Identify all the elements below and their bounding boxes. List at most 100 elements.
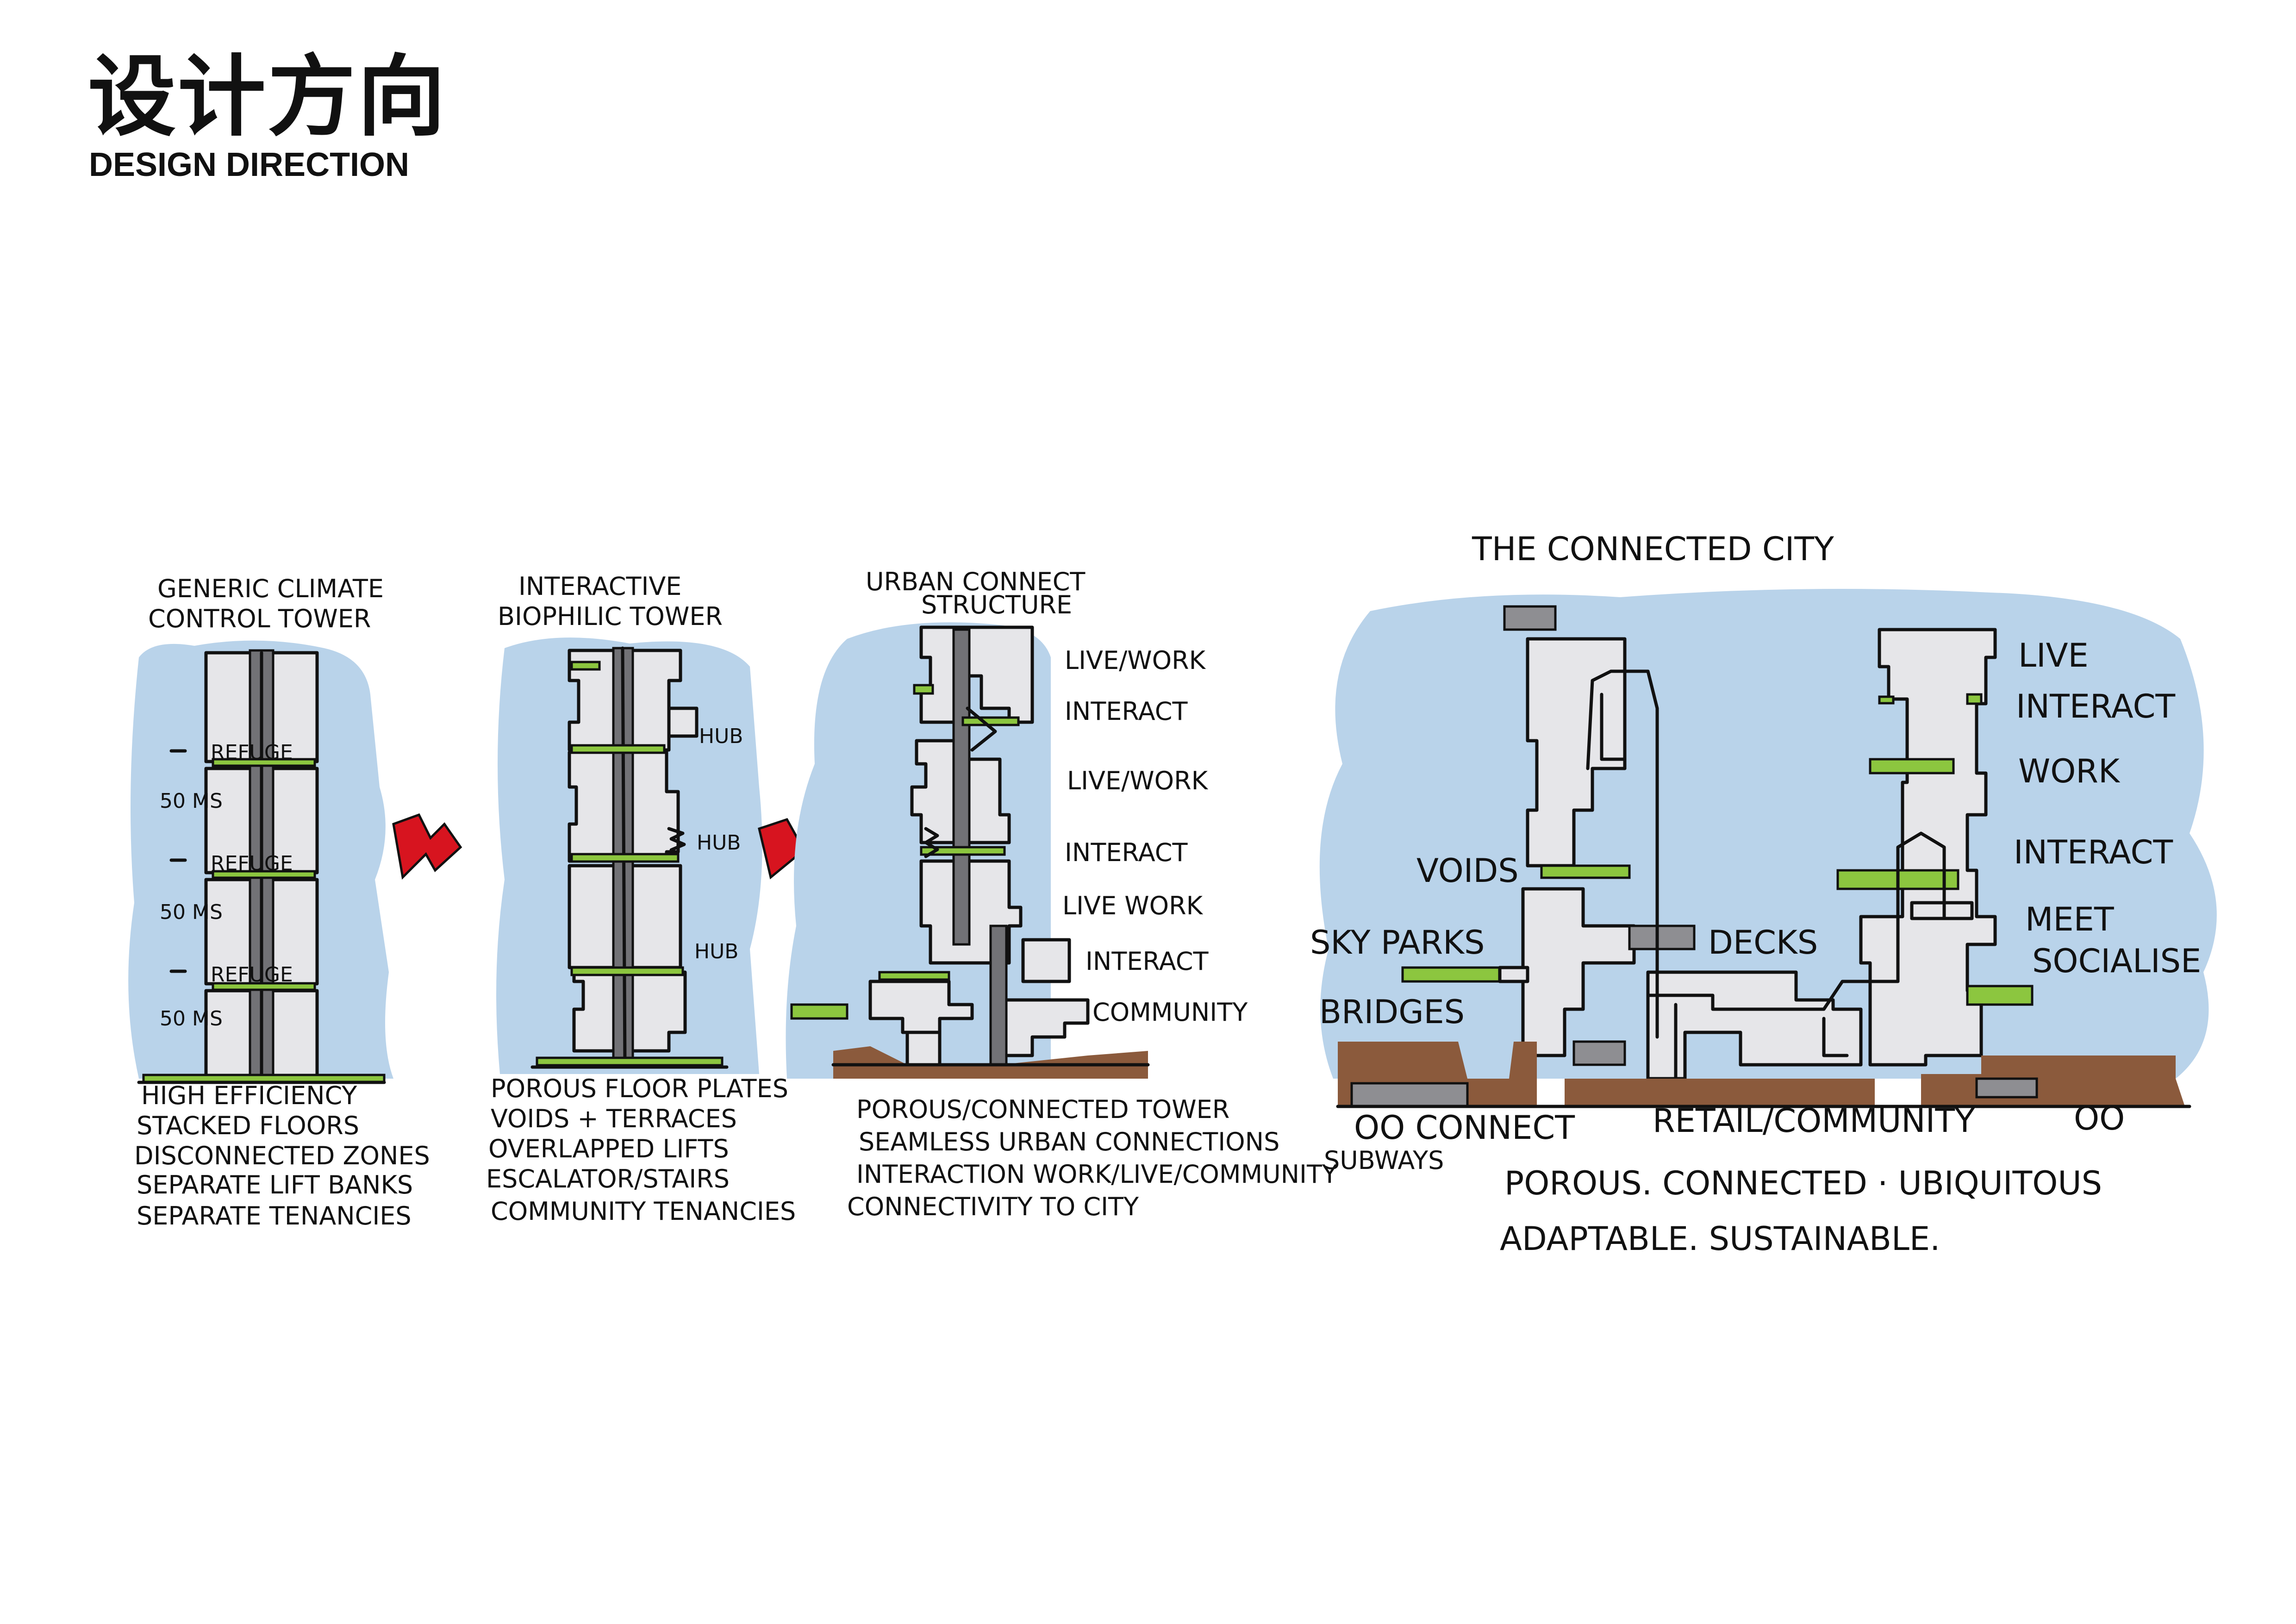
city-label-meet: MEET bbox=[2025, 900, 2114, 938]
tower3-escalator-zigzag bbox=[924, 827, 939, 858]
panel3-label-4: INTERACT bbox=[1065, 838, 1188, 867]
tower1-refuge-green-2 bbox=[212, 870, 316, 879]
hub-label-1: HUB bbox=[699, 725, 743, 748]
panel3-sky-wash bbox=[786, 622, 1051, 1079]
panel1-note-5: SEPARATE TENANCIES bbox=[137, 1201, 412, 1230]
panel3-label-7: COMMUNITY bbox=[1092, 998, 1248, 1027]
hub-label-3: HUB bbox=[694, 940, 738, 963]
ms-label-2: 50 MS bbox=[160, 900, 223, 924]
city-voids-green bbox=[1540, 864, 1631, 879]
city-left-top-slab bbox=[1503, 605, 1557, 631]
city-sky-park-green bbox=[1401, 966, 1501, 983]
city-meet-deck bbox=[1910, 901, 1974, 920]
tower3-lift-core-b bbox=[989, 924, 1008, 1066]
panel3-note-3: INTERACTION WORK/LIVE/COMMUNITY bbox=[856, 1160, 1338, 1189]
city-subway-slab-left bbox=[1350, 1082, 1469, 1108]
ms-label-1: 50 MS bbox=[160, 789, 223, 813]
city-interact-green-1 bbox=[1878, 695, 1895, 705]
refuge-label-3: REFUGE bbox=[211, 963, 293, 987]
tower3-connector bbox=[966, 706, 997, 752]
tower3-terrace-1 bbox=[913, 684, 934, 695]
panel3-title-line1: URBAN CONNECT bbox=[866, 567, 1086, 596]
panel1-note-1: HIGH EFFICIENCY bbox=[141, 1081, 357, 1110]
city-connection-line-1 bbox=[1586, 669, 1659, 1039]
tower2-ground-green bbox=[536, 1056, 724, 1067]
tower3-terrace-2 bbox=[961, 716, 1020, 726]
panel3-label-6: INTERACT bbox=[1086, 947, 1209, 976]
city-subway-slab-mid bbox=[1572, 1040, 1626, 1066]
city-caption-line2: ADAPTABLE. SUSTAINABLE. bbox=[1500, 1220, 1940, 1258]
panel-generic-tower: GENERIC CLIMATE CONTROL TOWER REFUGE REF… bbox=[128, 574, 430, 1230]
panel3-label-1: LIVE/WORK bbox=[1065, 646, 1206, 675]
tower2-terrace-4 bbox=[570, 966, 684, 976]
tower3-terrace-4 bbox=[878, 971, 950, 981]
city-bridge-left bbox=[1498, 966, 1529, 983]
city-socialise-green bbox=[1966, 985, 2034, 1006]
city-deck-slab bbox=[1628, 924, 1696, 950]
tower1-refuge-green-1 bbox=[212, 758, 316, 767]
tower2-terrace-2 bbox=[570, 744, 666, 754]
panel2-note-5: COMMUNITY TENANCIES bbox=[491, 1197, 796, 1226]
ms-label-3: 50 MS bbox=[160, 1007, 223, 1031]
city-label-subways: SUBWAYS bbox=[1324, 1146, 1444, 1175]
city-label-bridges: BRIDGES bbox=[1319, 993, 1465, 1031]
city-label-retail-community: RETAIL/COMMUNITY bbox=[1653, 1102, 1975, 1140]
tower2-escalator-zigzag bbox=[667, 827, 686, 852]
panel2-title-line1: INTERACTIVE bbox=[518, 572, 681, 601]
city-left-podium bbox=[1521, 887, 1636, 1057]
panel3-note-1: POROUS/CONNECTED TOWER bbox=[856, 1095, 1229, 1124]
panel-urban-connect: URBAN CONNECT STRUCTURE LIVE/WORK INTERA… bbox=[786, 567, 1338, 1221]
hub-label-2: HUB bbox=[697, 831, 741, 855]
city-label-oo-right: OO bbox=[2074, 1099, 2125, 1137]
tower3-terrace-3 bbox=[920, 846, 1006, 856]
tower2-terrace-3 bbox=[570, 853, 680, 863]
tower2-hub-pod-1 bbox=[667, 706, 699, 738]
tower3-block-5 bbox=[993, 998, 1090, 1057]
city-label-sky-parks: SKY PARKS bbox=[1310, 924, 1485, 962]
refuge-label-1: REFUGE bbox=[211, 741, 293, 764]
panel-biophilic-tower: INTERACTIVE BIOPHILIC TOWER HUB HUB HUB … bbox=[486, 572, 796, 1226]
panel2-note-3: OVERLAPPED LIFTS bbox=[488, 1134, 729, 1163]
tower2-terrace-1 bbox=[570, 661, 601, 671]
panel-connected-city: THE CONNECTED CITY VOIDS SKY PA bbox=[1310, 530, 2217, 1258]
tower3-bridge bbox=[790, 1003, 849, 1020]
city-label-voids: VOIDS bbox=[1416, 852, 1519, 890]
refuge-label-2: REFUGE bbox=[211, 852, 293, 875]
city-label-live: LIVE bbox=[2018, 637, 2089, 675]
panel1-note-4: SEPARATE LIFT BANKS bbox=[137, 1170, 413, 1199]
city-label-interact-1: INTERACT bbox=[2016, 687, 2175, 725]
city-caption-line1: POROUS. CONNECTED · UBIQUITOUS bbox=[1504, 1164, 2102, 1202]
city-right-live-green bbox=[1966, 693, 1983, 705]
panel1-note-2: STACKED FLOORS bbox=[137, 1111, 359, 1140]
city-label-connect: OO CONNECT bbox=[1354, 1109, 1575, 1147]
tower3-lift-core-a bbox=[952, 628, 971, 946]
panel2-note-4: ESCALATOR/STAIRS bbox=[486, 1164, 730, 1193]
panel3-label-2: INTERACT bbox=[1065, 697, 1188, 726]
city-work-green bbox=[1869, 758, 1955, 775]
city-ground-earth bbox=[1338, 1042, 2185, 1106]
panel2-note-1: POROUS FLOOR PLATES bbox=[491, 1074, 788, 1103]
panel3-title-line2: STRUCTURE bbox=[921, 590, 1072, 619]
panel2-note-2: VOIDS + TERRACES bbox=[491, 1104, 737, 1133]
tower3-ground-earth bbox=[833, 1046, 1148, 1079]
page-title-en: DESIGN DIRECTION bbox=[89, 146, 410, 183]
city-connection-line-2 bbox=[1600, 693, 1627, 761]
panel3-label-5: LIVE WORK bbox=[1062, 891, 1204, 920]
page-title-zh: 设计方向 bbox=[88, 46, 448, 148]
panel1-title-line1: GENERIC CLIMATE bbox=[157, 574, 384, 603]
city-subway-slab-right bbox=[1975, 1077, 2038, 1099]
panel4-title: THE CONNECTED CITY bbox=[1472, 530, 1834, 568]
city-connection-line-3 bbox=[1646, 831, 1946, 1011]
tower1-refuge-green-3 bbox=[212, 982, 316, 991]
city-label-interact-2: INTERACT bbox=[2014, 833, 2173, 871]
tower3-base bbox=[905, 1031, 942, 1067]
panel3-label-3: LIVE/WORK bbox=[1067, 766, 1209, 795]
panel3-note-4: CONNECTIVITY TO CITY bbox=[847, 1192, 1139, 1221]
panel1-title-line2: CONTROL TOWER bbox=[148, 604, 371, 633]
tower3-pod bbox=[1021, 938, 1071, 983]
city-connection-line-5 bbox=[1822, 1017, 1849, 1057]
city-label-decks: DECKS bbox=[1708, 924, 1818, 962]
city-label-socialise: SOCIALISE bbox=[2032, 942, 2201, 980]
arrow-right-icon-1 bbox=[392, 813, 462, 880]
